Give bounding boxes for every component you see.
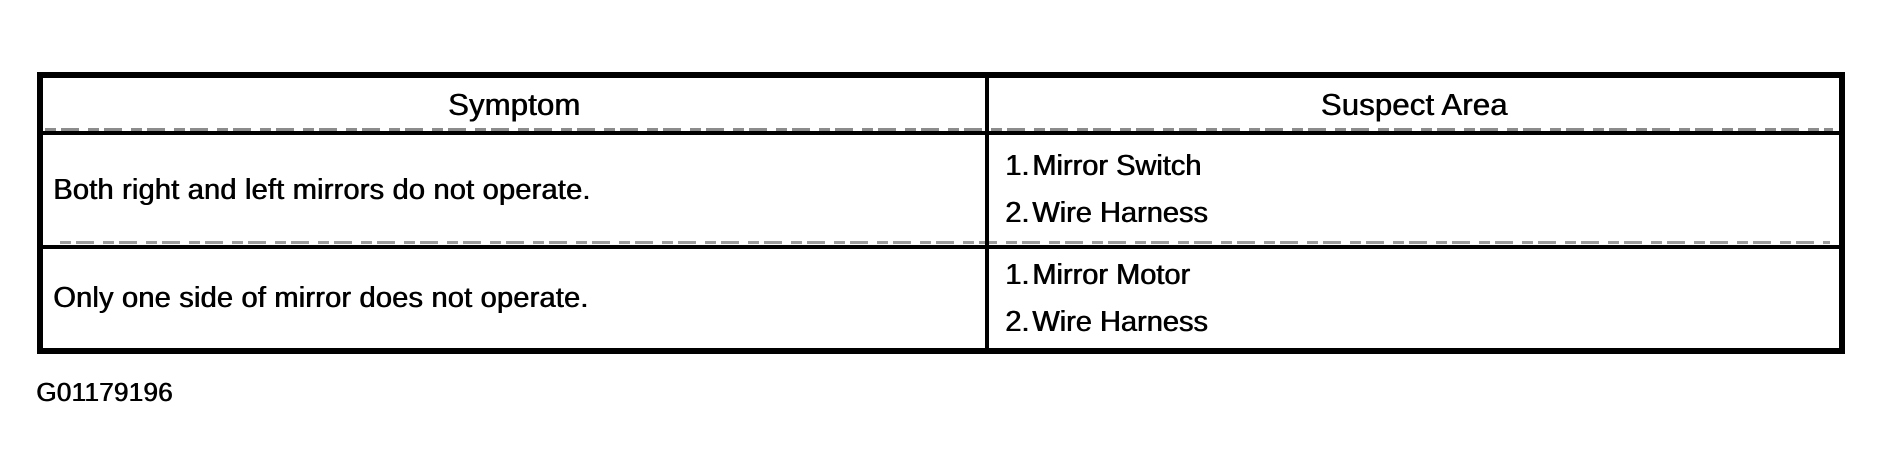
symptom-cell: Both right and left mirrors do not opera… (38, 130, 989, 250)
suspect-area-cell: 1. Mirror Motor 2. Wire Harness (985, 245, 1844, 353)
table-row: Both right and left mirrors do not opera… (38, 130, 1844, 250)
column-header-symptom: Symptom (38, 73, 989, 135)
suspect-item-number: 2. (1005, 305, 1030, 338)
suspect-item-label: Mirror Switch (1032, 150, 1202, 183)
table-row: Only one side of mirror does not operate… (38, 245, 1844, 353)
suspect-item-number: 2. (1005, 197, 1030, 230)
suspect-item-number: 1. (1005, 150, 1030, 183)
symptom-cell: Only one side of mirror does not operate… (38, 245, 989, 353)
suspect-item-number: 1. (1005, 258, 1030, 291)
suspect-item: 1. Mirror Motor (1005, 252, 1839, 299)
suspect-item-label: Wire Harness (1032, 305, 1208, 338)
symptom-diagnosis-table: Symptom Suspect Area Both right and left… (37, 72, 1845, 354)
suspect-item-label: Wire Harness (1032, 197, 1208, 230)
column-header-suspect-area: Suspect Area (985, 73, 1844, 135)
suspect-item: 1. Mirror Switch (1005, 143, 1839, 190)
table-header-row: Symptom Suspect Area (38, 73, 1844, 135)
suspect-area-cell: 1. Mirror Switch 2. Wire Harness (985, 130, 1844, 250)
suspect-item-label: Mirror Motor (1032, 258, 1190, 291)
suspect-item: 2. Wire Harness (1005, 299, 1839, 346)
figure-id: G01179196 (36, 377, 173, 407)
suspect-item: 2. Wire Harness (1005, 190, 1839, 237)
